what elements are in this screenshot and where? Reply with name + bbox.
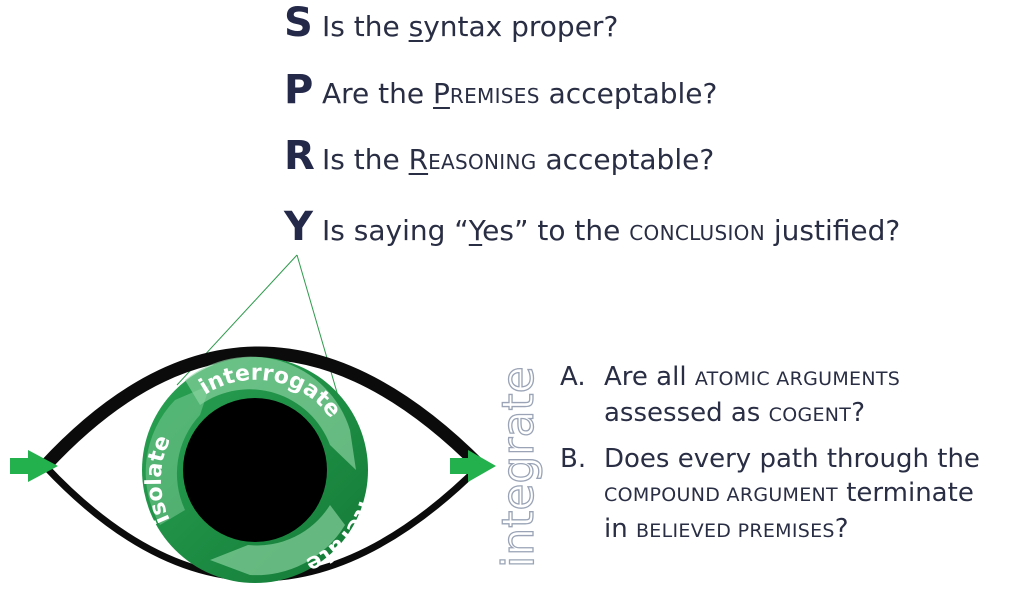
question-syntax-part1: Is the — [322, 10, 409, 43]
left-arrow-icon — [10, 450, 58, 482]
question-conclusion-text: Is saying “Yes” to the CONCLUSION justif… — [322, 214, 900, 247]
question-syntax: S Is the syntax proper? — [284, 0, 618, 52]
pupil — [183, 398, 327, 542]
item-b-part3: in — [604, 514, 636, 544]
cycle-arrow-iterate — [210, 505, 345, 576]
question-conclusion-smallcaps: CONCLUSION — [629, 221, 765, 245]
question-syntax-text: Is the syntax proper? — [322, 10, 618, 43]
question-premises-part2: acceptable? — [539, 77, 718, 110]
integrate-question-b: B. Does every path through the COMPOUND A… — [560, 442, 980, 548]
question-premises-smallcaps: REMISES — [449, 84, 540, 108]
item-b-part4: ? — [834, 514, 849, 544]
question-conclusion-part3: justified? — [764, 214, 901, 247]
integrate-label: integrate — [493, 366, 544, 568]
item-b-line2: COMPOUND ARGUMENT terminate — [560, 476, 980, 512]
question-reasoning-part2: acceptable? — [536, 143, 715, 176]
question-reasoning-text: Is the REASONING acceptable? — [322, 143, 714, 176]
letter-y: Y — [284, 204, 313, 250]
letter-p: P — [284, 67, 314, 113]
marker-b: B. — [560, 444, 587, 474]
question-reasoning-part1: Is the — [322, 143, 409, 176]
item-a-line2: assessed as COGENT? — [560, 396, 900, 432]
right-arrow-icon — [450, 450, 496, 482]
item-a-smallcaps1: ATOMIC ARGUMENTS — [694, 368, 901, 390]
item-b-part1: Does every path through the — [604, 444, 980, 474]
question-syntax-underlined: s — [408, 10, 424, 43]
marker-a: A. — [560, 362, 586, 392]
question-conclusion-underlined: Y — [468, 214, 483, 247]
question-conclusion-part2: es” to the — [482, 214, 630, 247]
item-b-part2: terminate — [837, 478, 974, 508]
item-a-part3: ? — [851, 398, 866, 428]
question-premises-text: Are the PREMISES acceptable? — [322, 77, 717, 110]
question-premises-underlined: P — [433, 77, 450, 110]
question-premises-part1: Are the — [322, 77, 434, 110]
question-reasoning-underlined: R — [408, 143, 429, 176]
question-conclusion: Y Is saying “Yes” to the CONCLUSION just… — [284, 204, 900, 256]
question-reasoning-smallcaps: EASONING — [428, 150, 537, 174]
integrate-question-a: A. Are all ATOMIC ARGUMENTS assessed as C… — [560, 360, 900, 432]
eye-upper-lid — [40, 346, 485, 471]
cycle-arrow-interrogate — [185, 356, 356, 470]
question-conclusion-part1: Is saying “ — [322, 214, 469, 247]
item-a-smallcaps2: COGENT — [768, 404, 852, 426]
item-a-part2: assessed as — [604, 398, 769, 428]
question-syntax-part2: yntax proper? — [423, 10, 619, 43]
item-b-smallcaps2: BELIEVED PREMISES — [635, 520, 835, 542]
question-premises: P Are the PREMISES acceptable? — [284, 67, 717, 119]
cycle-arrow-isolate — [145, 385, 210, 525]
question-reasoning: R Is the REASONING acceptable? — [284, 133, 714, 185]
item-b-smallcaps1: COMPOUND ARGUMENT — [604, 484, 838, 506]
letter-r: R — [284, 133, 315, 179]
letter-s: S — [284, 0, 313, 46]
item-a-part1: Are all — [604, 362, 695, 392]
item-b-line3: in BELIEVED PREMISES? — [560, 512, 980, 548]
